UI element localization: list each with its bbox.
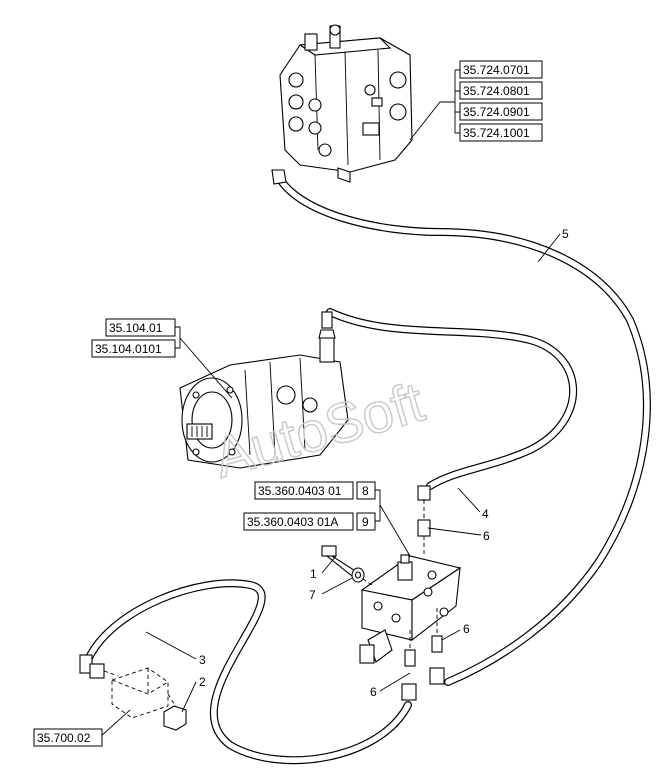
ref-block-0403-01[interactable]: 35.360.0403 01 8 xyxy=(254,481,376,500)
leader-lines xyxy=(99,69,561,738)
callout-6-upper: 6 xyxy=(483,529,490,543)
ref-block-0403-01a[interactable]: 35.360.0403 01A 9 xyxy=(243,512,376,531)
callout-2: 2 xyxy=(199,675,206,689)
ref-pump-01-text: 35.104.01 xyxy=(109,321,163,335)
ref-valve-0901-text: 35.724.0901 xyxy=(463,105,530,119)
nut xyxy=(163,705,187,731)
fittings xyxy=(401,485,445,701)
callout-3: 3 xyxy=(199,653,206,667)
ref-valve-0701[interactable]: 35.724.0701 xyxy=(459,60,543,79)
hose-3 xyxy=(84,579,412,765)
control-valve xyxy=(271,24,413,185)
valve-block xyxy=(359,554,462,664)
ref-block-0403-01-text: 35.360.0403 01 xyxy=(258,484,342,498)
bolt xyxy=(321,545,373,586)
callout-6-right: 6 xyxy=(463,622,470,636)
ref-bracket[interactable]: 35.700.02 xyxy=(33,728,103,747)
callout-6-lower: 6 xyxy=(370,685,377,699)
hose-5 xyxy=(274,172,651,686)
callout-7: 7 xyxy=(309,588,316,602)
ref-block-0403-01a-text: 35.360.0403 01A xyxy=(247,515,338,529)
ref-pump-01[interactable]: 35.104.01 xyxy=(105,318,176,337)
callout-4: 4 xyxy=(482,507,489,521)
ref-bracket-text: 35.700.02 xyxy=(37,731,91,745)
ref-block-item-9: 9 xyxy=(362,515,369,529)
ref-valve-0801-text: 35.724.0801 xyxy=(463,84,530,98)
pump xyxy=(179,311,349,469)
ref-valve-0701-text: 35.724.0701 xyxy=(463,63,530,77)
ref-block-item-8: 8 xyxy=(362,484,369,498)
ref-valve-1001[interactable]: 35.724.1001 xyxy=(459,123,543,142)
washer xyxy=(351,567,365,583)
ref-valve-0901[interactable]: 35.724.0901 xyxy=(459,102,543,121)
hose-4 xyxy=(326,308,578,490)
ref-pump-0101-text: 35.104.0101 xyxy=(95,342,162,356)
ref-valve-1001-text: 35.724.1001 xyxy=(463,126,530,140)
callout-5: 5 xyxy=(562,227,569,241)
bracket xyxy=(79,654,179,719)
ref-pump-0101[interactable]: 35.104.0101 xyxy=(91,339,176,358)
callouts: 5 4 6 6 6 1 7 3 2 xyxy=(199,227,569,699)
callout-1: 1 xyxy=(310,567,317,581)
ref-valve-0801[interactable]: 35.724.0801 xyxy=(459,81,543,100)
